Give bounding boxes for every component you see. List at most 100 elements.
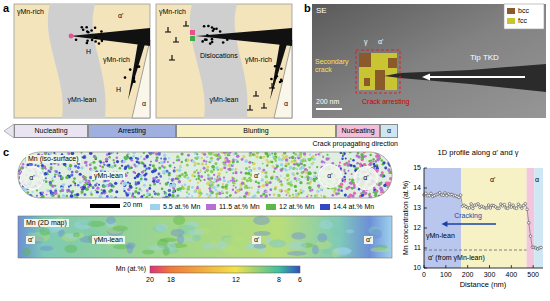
iso-surface-dot <box>204 171 206 173</box>
iso-surface-dot <box>95 189 97 191</box>
iso-surface-dot <box>339 162 341 164</box>
annotation: Crack propagating direction <box>312 140 398 148</box>
annotation: γMn-rich <box>245 56 272 64</box>
iso-surface-dot <box>166 170 169 173</box>
iso-surface-dot <box>265 194 268 197</box>
iso-surface-dot <box>124 156 127 159</box>
mn-blotch <box>202 243 215 249</box>
hydrogen-dot <box>86 39 89 42</box>
annotation: α' <box>26 236 35 244</box>
phase-circle: α' <box>20 166 44 190</box>
iso-surface-dot <box>149 184 151 186</box>
iso-surface-dot <box>236 189 240 193</box>
bcc-phase <box>364 78 370 86</box>
iso-surface-dot <box>232 172 234 174</box>
hydrogen-dot <box>129 68 132 71</box>
iso-surface-dot <box>207 177 210 180</box>
iso-surface-dot <box>96 191 99 194</box>
iso-surface-dot <box>210 160 212 162</box>
iso-surface-dot <box>291 156 294 159</box>
iso-surface-dot <box>173 162 175 164</box>
annotation: α <box>535 176 539 184</box>
iso-surface-dot <box>217 158 220 161</box>
iso-surface-dot <box>286 179 288 181</box>
iso-surface-dot <box>18 186 19 188</box>
iso-surface-dot <box>301 171 304 174</box>
iso-surface-dot <box>180 190 182 192</box>
iso-surface-dot <box>50 166 53 169</box>
data-point <box>521 207 524 210</box>
iso-surface-dot <box>326 154 328 156</box>
iso-surface-dot <box>303 152 306 155</box>
iso-surface-dot <box>208 161 210 163</box>
schematic <box>156 4 292 118</box>
panel-letter: b <box>304 2 311 14</box>
iso-surface-dot <box>150 161 152 163</box>
iso-surface-dot <box>232 163 234 165</box>
iso-surface-dot <box>178 174 181 177</box>
iso-surface-dot <box>216 196 218 198</box>
hydrogen-dot <box>211 26 214 29</box>
iso-surface-dot <box>307 194 309 196</box>
iso-surface-dot <box>389 159 392 162</box>
tick <box>424 168 427 169</box>
iso-surface-dot <box>345 162 347 164</box>
legend-text: 14.4 at.% Mn <box>333 203 374 211</box>
mn-blotch <box>22 248 31 256</box>
iso-surface-dot <box>114 182 117 185</box>
annotation: α' <box>118 12 123 20</box>
iso-surface-dot <box>292 194 294 196</box>
iso-surface-dot <box>50 191 53 194</box>
iso-surface-dot <box>350 158 352 160</box>
iso-surface-dot <box>325 157 329 161</box>
hydrogen-dot <box>86 30 89 33</box>
iso-surface-dot <box>252 163 254 165</box>
iso-surface-dot <box>100 161 102 163</box>
iso-surface-dot <box>376 158 380 162</box>
iso-surface-dot <box>250 187 252 189</box>
iso-surface-dot <box>321 160 324 163</box>
iso-surface-dot <box>195 178 197 180</box>
iso-surface-dot <box>368 194 370 196</box>
iso-surface-dot <box>231 164 234 167</box>
iso-surface-dot <box>348 170 350 172</box>
iso-surface-dot <box>228 168 231 171</box>
iso-surface-dot <box>271 161 274 164</box>
iso-surface-dot <box>76 193 79 196</box>
iso-surface-dot <box>249 154 252 157</box>
hydrogen-dot <box>94 27 97 30</box>
iso-surface-dot <box>188 193 190 195</box>
phase-band <box>527 168 535 268</box>
iso-surface-dot <box>313 157 316 160</box>
iso-surface-dot <box>301 176 303 178</box>
iso-surface-dot <box>80 166 83 169</box>
iso-surface-dot <box>211 177 213 179</box>
iso-surface-dot <box>353 186 356 189</box>
mn-profile-chart <box>423 168 543 268</box>
colorbar <box>150 266 300 273</box>
iso-surface-dot <box>197 163 199 165</box>
mn-blotch <box>40 228 50 236</box>
iso-surface-dot <box>61 189 64 192</box>
iso-surface-dot <box>205 169 209 173</box>
mn-blotch <box>173 215 185 225</box>
iso-surface-dot <box>303 153 305 155</box>
iso-surface-dot <box>184 172 187 175</box>
iso-surface-dot <box>224 159 227 162</box>
iso-surface-dot <box>301 166 304 169</box>
iso-surface-dot <box>374 194 377 197</box>
secondary-crack <box>128 42 145 100</box>
mn-blotch <box>253 216 270 225</box>
iso-surface-dot <box>369 154 371 156</box>
data-point <box>470 203 473 206</box>
iso-surface-dot <box>193 171 196 174</box>
iso-surface-dot <box>194 189 196 191</box>
iso-surface-dot <box>300 159 304 163</box>
iso-surface-dot <box>130 159 133 162</box>
iso-surface-dot <box>124 167 127 170</box>
iso-surface-dot <box>212 186 216 190</box>
mn-blotch <box>160 238 177 242</box>
iso-surface-dot <box>245 192 248 195</box>
hydrogen-dot <box>206 34 209 37</box>
iso-surface-dot <box>389 152 391 153</box>
